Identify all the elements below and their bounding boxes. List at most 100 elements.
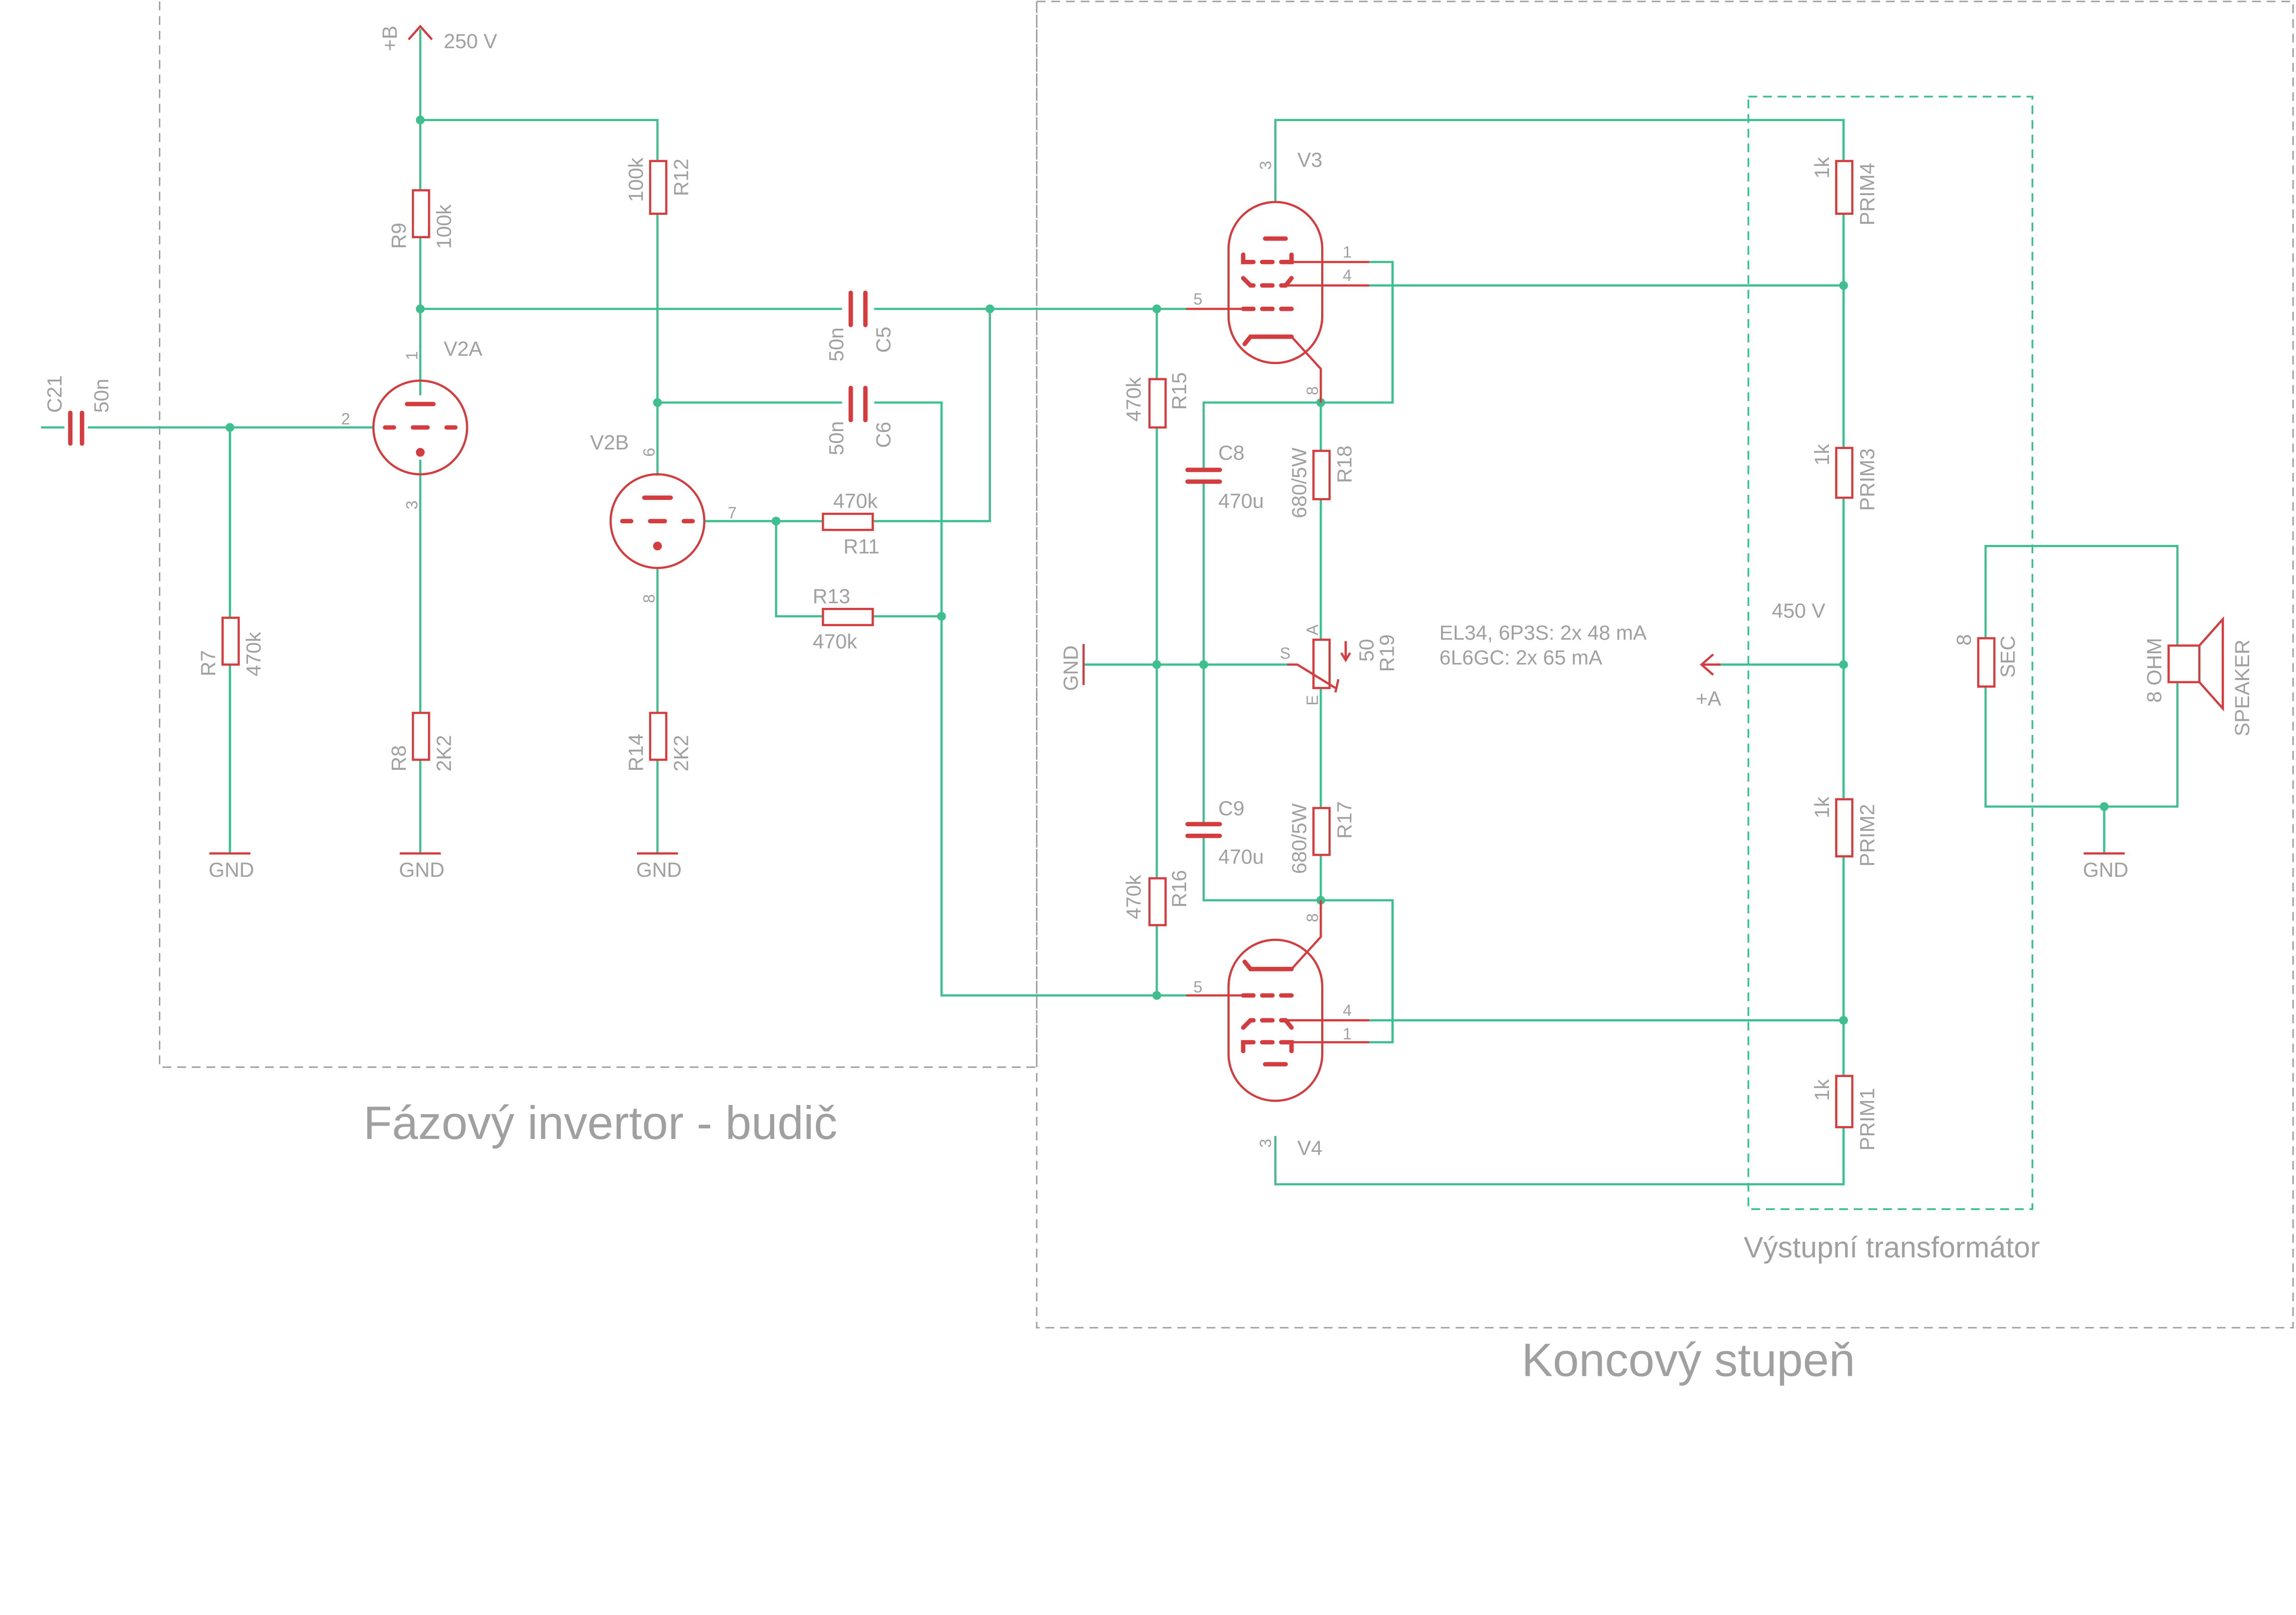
component-label: 3 <box>1257 161 1275 170</box>
component-label: R17 <box>1334 801 1356 839</box>
component-label: 3 <box>1257 1138 1275 1148</box>
component-label: 4 <box>1343 267 1352 285</box>
supply-b-voltage: 250 V <box>444 30 497 53</box>
component-label: V2B <box>590 432 629 454</box>
component-label: PRIM2 <box>1857 804 1879 866</box>
output-frame <box>1036 0 2294 1329</box>
component-label: R15 <box>1168 372 1191 410</box>
component-label: PRIM3 <box>1857 448 1879 510</box>
gnd-label: GND <box>1060 645 1082 691</box>
component-label: R16 <box>1168 870 1191 908</box>
driver-frame <box>158 1 1038 1068</box>
component-label: 6L6GC: 2x 65 mA <box>1440 647 1603 669</box>
component-label: R19 <box>1376 634 1399 672</box>
component-label: R18 <box>1334 445 1356 483</box>
component-label: E <box>1304 695 1322 706</box>
component-label: 4 <box>1343 1002 1352 1020</box>
component-label: 3 <box>403 500 421 510</box>
component-label: R12 <box>670 158 693 196</box>
component-label: 5 <box>1193 978 1203 996</box>
component-label: 50n <box>826 327 848 361</box>
component-label: 100k <box>625 157 647 202</box>
component-label: PRIM4 <box>1857 163 1879 225</box>
component-label: A <box>1304 624 1322 635</box>
gnd-label: GND <box>2083 859 2128 881</box>
component-label: EL34, 6P3S: 2x 48 mA <box>1440 622 1647 644</box>
component-label: 470k <box>833 490 878 513</box>
component-label: C9 <box>1218 797 1244 820</box>
component-label: 2K2 <box>433 735 456 771</box>
component-label: 100k <box>433 204 456 249</box>
triode-v2a <box>372 379 468 476</box>
triode-v2b <box>609 473 706 569</box>
component-label: 680/5W <box>1288 803 1311 874</box>
component-label: 2K2 <box>670 735 693 771</box>
component-label: PRIM1 <box>1857 1088 1879 1150</box>
component-label: C5 <box>872 326 895 353</box>
pentode-v4 <box>1186 900 1369 1102</box>
component-label: 1 <box>1343 1025 1352 1043</box>
component-label: 470k <box>1123 377 1145 421</box>
potentiometer-wiper-icon <box>1287 641 1351 693</box>
component-label: C21 <box>44 375 66 413</box>
labels: C21 50n R7 470k R9 100k R8 2K2 V2A 1 2 3… <box>44 149 2254 1160</box>
component-label: 1k <box>1811 1079 1834 1101</box>
gnd-label: GND <box>636 859 681 881</box>
component-label: 7 <box>728 504 737 522</box>
transformer-frame <box>1747 95 2033 1210</box>
gnd-symbols <box>209 644 2125 855</box>
component-label: 50 <box>1356 639 1378 662</box>
component-label: R13 <box>813 585 850 608</box>
component-label: 1k <box>1811 796 1834 819</box>
capacitors <box>68 290 1222 838</box>
driver-title: Fázový invertor - budič <box>363 1097 837 1149</box>
component-label: 8 <box>640 594 658 603</box>
component-label: SPEAKER <box>2231 639 2254 736</box>
component-label: 470k <box>813 631 857 653</box>
supply-a-voltage: 450 V <box>1772 600 1825 622</box>
component-label: 1 <box>403 351 421 360</box>
component-label: R8 <box>388 745 410 771</box>
schematic: Fázový invertor - budič Koncový stupeň V… <box>41 0 2294 1386</box>
component-label: 8 <box>1953 634 1975 645</box>
component-label: C8 <box>1218 442 1244 464</box>
component-label: R11 <box>844 535 880 558</box>
component-label: 6 <box>640 448 658 457</box>
component-label: 1k <box>1811 157 1834 179</box>
component-label: 1 <box>1343 243 1352 261</box>
component-label: S <box>1280 645 1290 662</box>
speaker-icon <box>2167 616 2224 712</box>
wires <box>41 29 2179 1186</box>
component-label: 8 OHM <box>2144 638 2166 702</box>
component-label: 50n <box>90 379 113 413</box>
component-label: V4 <box>1297 1137 1322 1160</box>
component-label: R7 <box>197 650 220 676</box>
component-label: V2A <box>444 338 483 360</box>
supply-b-arrow-icon <box>407 24 433 40</box>
component-label: R9 <box>388 223 410 249</box>
component-label: 470u <box>1218 846 1264 868</box>
junctions <box>225 115 2109 1025</box>
component-label: 1k <box>1811 443 1834 465</box>
component-label: R14 <box>625 734 647 772</box>
pentode-v3 <box>1186 201 1369 403</box>
gnd-label: GND <box>208 859 254 881</box>
component-label: V3 <box>1297 149 1322 172</box>
component-label: 680/5W <box>1288 448 1311 518</box>
component-label: 2 <box>341 410 350 428</box>
component-label: 470u <box>1218 490 1264 513</box>
transformer-title: Výstupní transformátor <box>1744 1231 2040 1264</box>
component-label: 8 <box>1304 386 1322 395</box>
component-label: 5 <box>1193 290 1203 308</box>
gnd-label: GND <box>399 859 445 881</box>
component-label: 50n <box>826 421 848 455</box>
component-label: C6 <box>872 422 895 448</box>
supply-a-arrow-icon <box>1699 653 1721 676</box>
component-label: 8 <box>1304 913 1322 922</box>
component-label: SEC <box>1997 636 2020 678</box>
resistors <box>221 160 1996 1128</box>
component-label: 470k <box>1123 875 1145 919</box>
supply-a-label: +A <box>1696 688 1722 710</box>
component-label: 470k <box>243 632 265 676</box>
output-title: Koncový stupeň <box>1522 1334 1855 1386</box>
